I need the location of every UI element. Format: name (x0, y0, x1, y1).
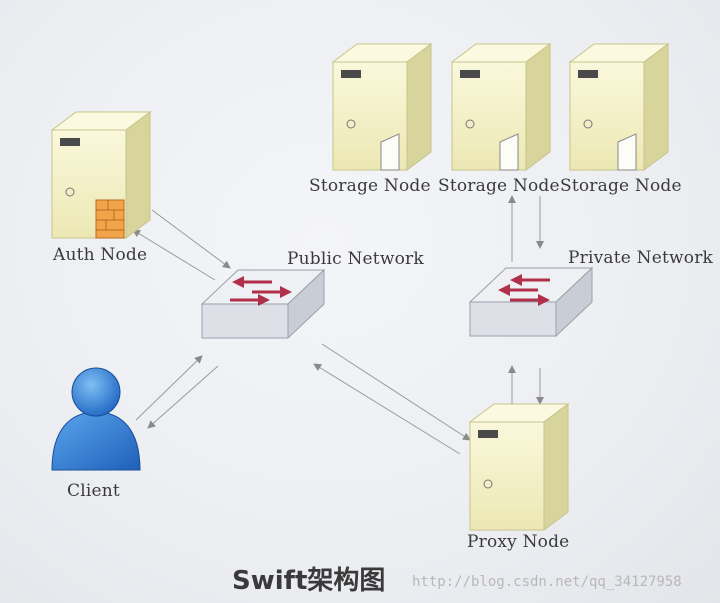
storage-node-1 (331, 43, 433, 171)
public-network-switch (200, 268, 326, 340)
client-user-icon (51, 367, 141, 471)
switch-to-proxy-line (321, 343, 471, 441)
switch-arrows-icon (498, 274, 550, 306)
connections (132, 195, 544, 455)
firewall-icon (95, 199, 125, 239)
proxy-node-label: Proxy Node (467, 532, 570, 552)
switch-to-client-line (147, 365, 219, 429)
auth-node-server (50, 111, 152, 239)
switch-to-auth-line (132, 229, 216, 281)
storage-node-3 (568, 43, 670, 171)
proxy-to-switch-line (313, 363, 461, 455)
client-label: Client (67, 481, 120, 501)
private-network-label: Private Network (568, 248, 714, 268)
storage-node-3-label: Storage Node (560, 176, 682, 196)
diagram-title: Swift架构图 (232, 566, 386, 596)
private-network-switch (468, 266, 594, 338)
switch-arrows-icon (230, 276, 292, 306)
proxy-node-server (468, 403, 570, 531)
storage-node-1-label: Storage Node (309, 176, 431, 196)
public-network-label: Public Network (287, 249, 424, 269)
auth-to-switch-line (151, 209, 231, 269)
storage-node-2-label: Storage Node (438, 176, 560, 196)
watermark: http://blog.csdn.net/qq_34127958 (412, 574, 682, 590)
client-to-switch-line (135, 355, 203, 421)
storage-node-2 (450, 43, 552, 171)
auth-node-label: Auth Node (53, 245, 148, 265)
